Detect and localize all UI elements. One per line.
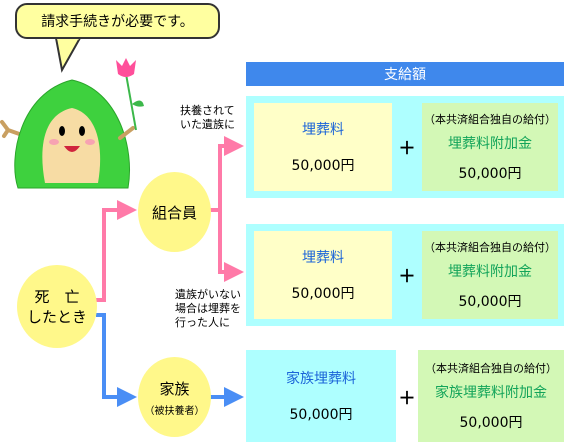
benefit-note: （本共済組合独自の給付） [425, 362, 557, 375]
benefit-note: （本共済組合独自の給付） [424, 241, 556, 254]
plus-sign: ＋ [398, 139, 416, 159]
condition-no-family-line: 遺族がいない [175, 288, 241, 301]
benefit-amount: 50,000円 [291, 158, 355, 174]
benefit-row-3: 家族埋葬料 50,000円 ＋ （本共済組合独自の給付） 家族埋葬料附加金 50… [246, 350, 564, 442]
death-line1: 死 亡 [34, 287, 80, 306]
benefit-amount: 50,000円 [459, 415, 523, 431]
speech-bubble: 請求手続きが必要です。 [15, 3, 220, 39]
additional-benefit-box: （本共済組合独自の給付） 埋葬料附加金 50,000円 [422, 103, 558, 191]
benefit-row-1: 埋葬料 50,000円 ＋ （本共済組合独自の給付） 埋葬料附加金 50,000… [246, 96, 564, 198]
arrow-death-to-family [96, 313, 137, 407]
death-line2: したとき [26, 307, 87, 326]
plus-sign: ＋ [398, 389, 416, 409]
benefit-amount: 50,000円 [458, 294, 522, 310]
arrow-member-to-row2 [218, 210, 244, 282]
burial-allowance-box: 埋葬料 50,000円 [254, 103, 392, 191]
mascot-character-icon [0, 38, 135, 189]
benefit-note: （本共済組合独自の給付） [424, 113, 556, 126]
benefit-row-2: 埋葬料 50,000円 ＋ （本共済組合独自の給付） 埋葬料附加金 50,000… [246, 224, 564, 326]
speech-text: 請求手続きが必要です。 [41, 14, 194, 30]
condition-no-family-line: 行った人に [175, 316, 230, 329]
benefit-title: 埋葬料附加金 [448, 136, 532, 152]
additional-benefit-box: （本共済組合独自の給付） 埋葬料附加金 50,000円 [422, 231, 558, 319]
benefit-amount: 50,000円 [289, 407, 353, 423]
tulip-icon [116, 58, 144, 131]
benefit-title: 家族埋葬料附加金 [435, 385, 547, 401]
member-node: 組合員 [138, 172, 211, 252]
header-label: 支給額 [384, 67, 426, 83]
family-burial-allowance-box: 家族埋葬料 50,000円 [246, 350, 396, 442]
benefit-title: 埋葬料 [302, 122, 344, 138]
benefit-title: 埋葬料附加金 [448, 264, 532, 280]
family-sub: （被扶養者） [144, 405, 205, 417]
death-node: 死 亡 したとき [17, 265, 97, 348]
condition-no-family-line: 場合は埋葬を [175, 302, 241, 315]
condition-dependents-line: いた遺族に [180, 118, 235, 131]
condition-dependents-line: 扶養されて [180, 104, 235, 117]
family-additional-benefit-box: （本共済組合独自の給付） 家族埋葬料附加金 50,000円 [418, 350, 564, 442]
benefit-title: 埋葬料 [302, 250, 344, 266]
arrow-death-to-member [96, 200, 137, 302]
plus-sign: ＋ [398, 267, 416, 287]
benefit-amount: 50,000円 [291, 286, 355, 302]
benefit-amount: 50,000円 [458, 166, 522, 182]
family-node: 家族 （被扶養者） [138, 357, 211, 437]
benefit-title: 家族埋葬料 [286, 371, 356, 387]
condition-dependents: 扶養されて いた遺族に [180, 104, 235, 132]
burial-allowance-box: 埋葬料 50,000円 [254, 231, 392, 319]
family-label: 家族 [159, 379, 190, 398]
payment-amount-header: 支給額 [246, 62, 564, 86]
arrow-member-to-row1 [210, 136, 244, 212]
member-label: 組合員 [151, 203, 197, 222]
condition-no-family: 遺族がいない 場合は埋葬を 行った人に [175, 288, 241, 330]
